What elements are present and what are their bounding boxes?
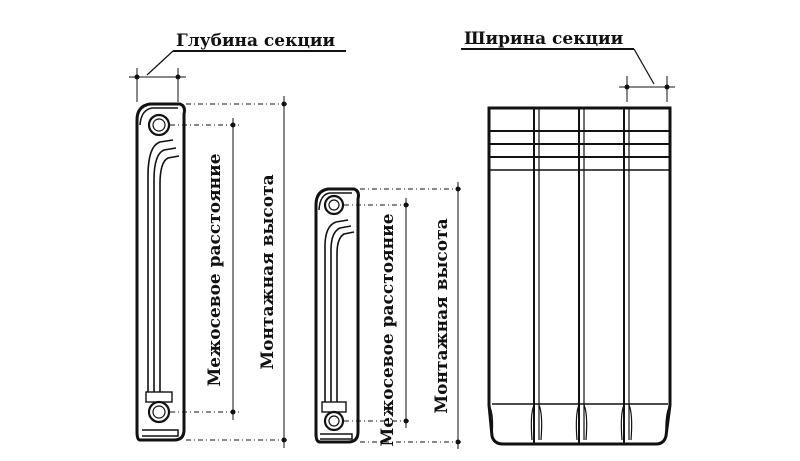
section-depth-label: Глубина секции <box>176 31 336 51</box>
radiator-front-view <box>487 76 675 446</box>
short-mounting-height-label: Монтажная высота <box>432 218 452 413</box>
tall-axis-distance-label: Межосевое расстояние <box>205 153 225 386</box>
tall-mounting-height-label: Монтажная высота <box>258 174 278 369</box>
short-section-side-view <box>314 182 462 449</box>
short-axis-distance-label: Межосевое расстояние <box>378 213 398 446</box>
tall-section-side-view <box>129 68 288 448</box>
section-width-leader <box>633 48 655 85</box>
section-width-label: Ширина секции <box>464 29 624 49</box>
section-depth-leader <box>146 50 174 76</box>
